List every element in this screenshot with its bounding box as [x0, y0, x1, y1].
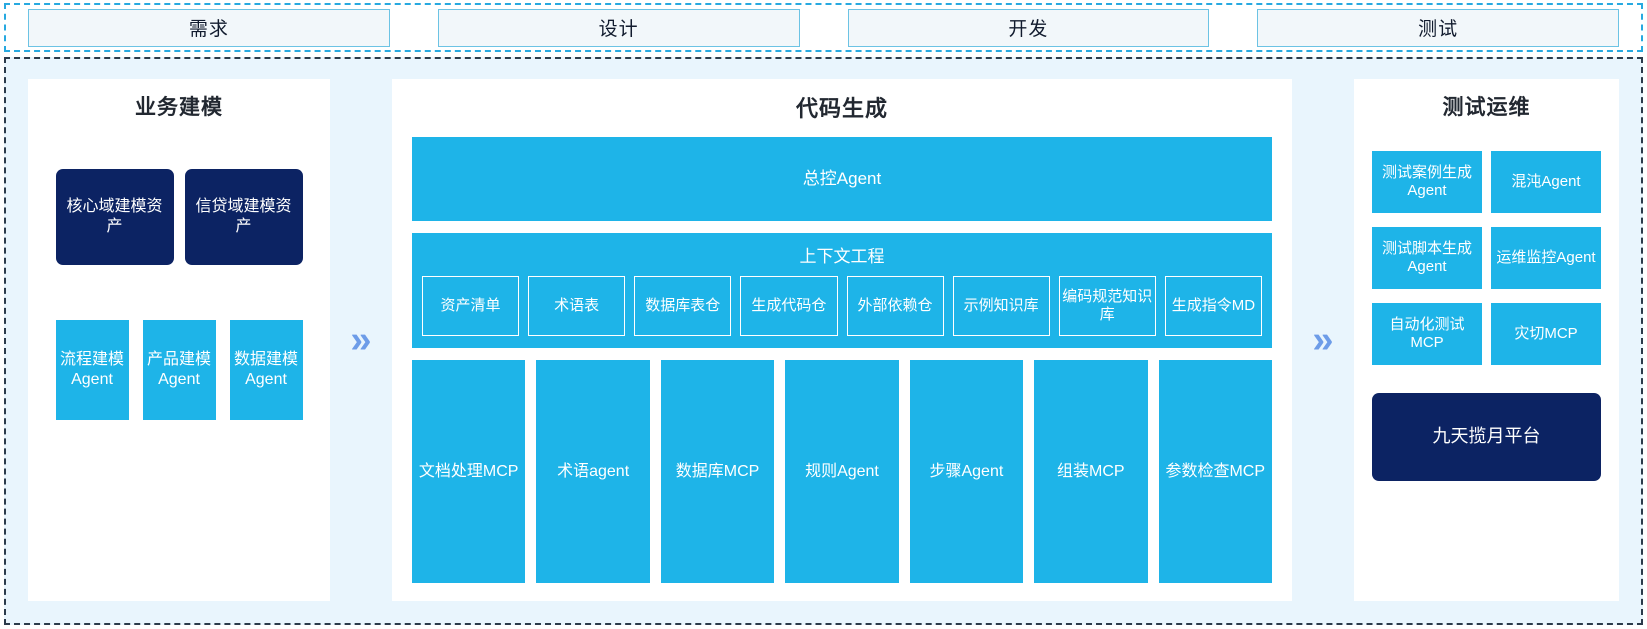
stage-bar: 需求 设计 开发 测试 [4, 3, 1643, 52]
stage-tab-development[interactable]: 开发 [847, 8, 1210, 47]
tool-label: 步骤Agent [929, 462, 1004, 480]
tool-label: 文档处理MCP [418, 462, 519, 480]
context-item-label: 生成代码仓 [751, 297, 827, 314]
context-item-glossary[interactable]: 术语表 [528, 276, 626, 336]
tool-label: 组装MCP [1057, 462, 1125, 480]
test-ops-label: 自动化测试MCP [1389, 315, 1465, 351]
agent-product-modeling[interactable]: 产品建模Agent [142, 320, 216, 420]
context-item-coding-standard-knowledge-base[interactable]: 编码规范知识库 [1058, 276, 1156, 336]
main-region: 业务建模 核心域建模资产 信贷域建模资产 流程建模Agent 产品建模Agent… [4, 57, 1643, 625]
chevron-glyph: » [350, 319, 372, 361]
context-item-generated-code-repo[interactable]: 生成代码仓 [740, 276, 838, 336]
platform-block[interactable]: 九天揽月平台 [1372, 393, 1601, 481]
test-script-generation-agent[interactable]: 测试脚本生成Agent [1372, 227, 1482, 289]
test-ops-label: 测试脚本生成Agent [1381, 239, 1472, 275]
context-item-asset-inventory[interactable]: 资产清单 [422, 276, 520, 336]
tool-label: 数据库MCP [675, 462, 760, 480]
stage-tab-requirement[interactable]: 需求 [28, 8, 390, 47]
master-agent-label: 总控Agent [802, 168, 882, 188]
tool-assembly-mcp[interactable]: 组装MCP [1034, 360, 1148, 583]
context-item-external-dependency-repo[interactable]: 外部依赖仓 [846, 276, 944, 336]
tool-label: 参数检查MCP [1165, 462, 1266, 480]
code-generation-tools: 文档处理MCP 术语agent 数据库MCP 规则Agent 步骤Agent [412, 360, 1272, 583]
test-ops-label: 灾切MCP [1514, 324, 1578, 342]
context-engineering-items: 资产清单 术语表 数据库表仓 生成代码仓 外部依赖仓 [422, 276, 1262, 336]
test-ops-grid: 测试案例生成Agent 混沌Agent 测试脚本生成Agent 运维监控Agen… [1372, 151, 1601, 365]
agent-label: 数据建模Agent [233, 351, 298, 388]
context-item-example-knowledge-base[interactable]: 示例知识库 [952, 276, 1050, 336]
asset-label: 核心域建模资产 [66, 198, 163, 235]
context-item-label: 术语表 [554, 297, 600, 314]
stage-tab-label: 需求 [188, 19, 229, 40]
context-engineering-block: 上下文工程 资产清单 术语表 数据库表仓 生成代码仓 [412, 233, 1272, 348]
asset-credit-domain[interactable]: 信贷域建模资产 [184, 169, 303, 265]
test-case-generation-agent[interactable]: 测试案例生成Agent [1372, 151, 1482, 213]
asset-label: 信贷域建模资产 [195, 198, 292, 235]
panel-test-ops: 测试运维 测试案例生成Agent 混沌Agent 测试脚本生成Agent 运维监… [1354, 79, 1619, 601]
context-item-label: 数据库表仓 [645, 297, 721, 314]
context-item-label: 外部依赖仓 [857, 297, 933, 314]
ops-monitoring-agent[interactable]: 运维监控Agent [1491, 227, 1601, 289]
agent-process-modeling[interactable]: 流程建模Agent [55, 320, 129, 420]
asset-core-domain[interactable]: 核心域建模资产 [55, 169, 174, 265]
tool-rule-agent[interactable]: 规则Agent [785, 360, 899, 583]
context-item-label: 示例知识库 [963, 297, 1039, 314]
context-item-label: 资产清单 [440, 297, 501, 314]
stage-tab-label: 测试 [1418, 19, 1459, 40]
context-item-db-table-repo[interactable]: 数据库表仓 [634, 276, 732, 336]
chevron-glyph: » [1312, 319, 1334, 361]
stage-tab-label: 开发 [1008, 19, 1049, 40]
tool-label: 术语agent [557, 462, 630, 480]
tool-parameter-check-mcp[interactable]: 参数检查MCP [1158, 360, 1272, 583]
agent-label: 产品建模Agent [146, 351, 211, 388]
context-item-generation-instruction-md[interactable]: 生成指令MD [1164, 276, 1262, 336]
panel-title-test-ops: 测试运维 [1442, 96, 1531, 119]
panel-code-generation: 代码生成 总控Agent 上下文工程 资产清单 术语表 [392, 79, 1292, 601]
tool-document-processing-mcp[interactable]: 文档处理MCP [412, 360, 526, 583]
platform-label: 九天揽月平台 [1432, 426, 1541, 447]
panel-title-business-modeling: 业务建模 [135, 96, 223, 119]
test-ops-label: 混沌Agent [1511, 172, 1581, 190]
test-ops-label: 测试案例生成Agent [1381, 163, 1472, 199]
context-item-label: 编码规范知识库 [1062, 288, 1153, 323]
chaos-agent[interactable]: 混沌Agent [1491, 151, 1601, 213]
context-engineering-title: 上下文工程 [799, 247, 885, 266]
chevron-right-icon-mid-to-right: » [1292, 79, 1354, 601]
tool-database-mcp[interactable]: 数据库MCP [660, 360, 775, 583]
tool-step-agent[interactable]: 步骤Agent [909, 360, 1024, 583]
chevron-right-icon-left-to-mid: » [330, 79, 392, 601]
stage-tab-testing[interactable]: 测试 [1257, 8, 1619, 47]
tool-label: 规则Agent [805, 462, 879, 480]
code-generation-body: 总控Agent 上下文工程 资产清单 术语表 数据库表仓 [392, 123, 1292, 601]
panel-title-code-generation: 代码生成 [795, 96, 888, 121]
agent-label: 流程建模Agent [59, 351, 124, 388]
business-modeling-assets: 核心域建模资产 信贷域建模资产 [28, 169, 330, 265]
context-item-label: 生成指令MD [1171, 297, 1256, 314]
automated-testing-mcp[interactable]: 自动化测试MCP [1372, 303, 1482, 365]
stage-tab-label: 设计 [598, 19, 639, 40]
stage-tab-design[interactable]: 设计 [437, 8, 800, 47]
panel-business-modeling: 业务建模 核心域建模资产 信贷域建模资产 流程建模Agent 产品建模Agent… [28, 79, 330, 601]
test-ops-label: 运维监控Agent [1496, 248, 1596, 266]
test-ops-body: 测试案例生成Agent 混沌Agent 测试脚本生成Agent 运维监控Agen… [1354, 121, 1619, 499]
master-agent-block[interactable]: 总控Agent [412, 137, 1272, 221]
business-modeling-agents: 流程建模Agent 产品建模Agent 数据建模Agent [28, 320, 330, 420]
agent-data-modeling[interactable]: 数据建模Agent [229, 320, 303, 420]
tool-glossary-agent[interactable]: 术语agent [536, 360, 650, 583]
disaster-recovery-mcp[interactable]: 灾切MCP [1491, 303, 1601, 365]
